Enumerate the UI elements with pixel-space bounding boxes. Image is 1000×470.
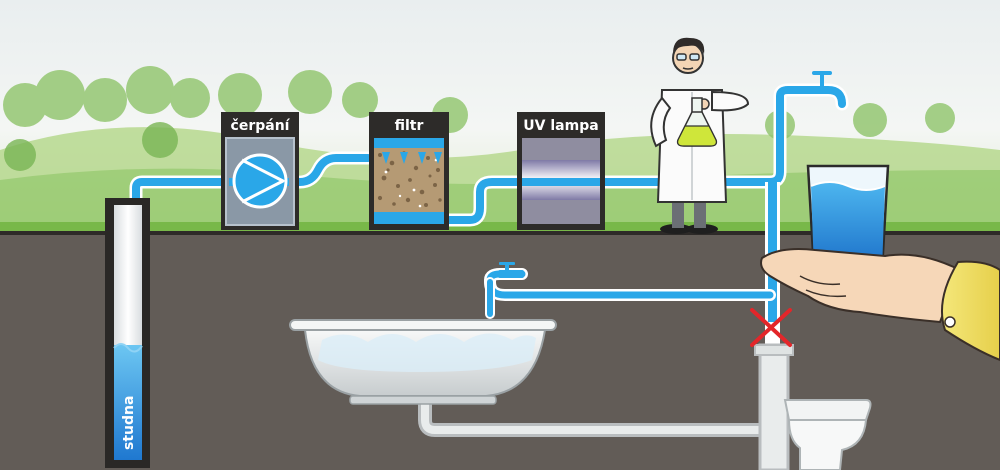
uv-lamp-unit (517, 112, 605, 230)
water-pipe-blue (132, 86, 846, 224)
background-trees (3, 66, 955, 171)
blocked-cross-icon (750, 308, 792, 347)
sewer-pipe (758, 343, 790, 470)
sewer-pipe-collar (754, 344, 794, 356)
bath-faucet-icon (498, 262, 524, 278)
bath-supply-pipe (484, 268, 776, 319)
uv-lamp-label: UV lampa (523, 118, 598, 134)
shirt-sleeve (941, 260, 1000, 362)
filter-label: filtr (395, 118, 424, 134)
drain-pipe (418, 391, 777, 437)
well-label: studna (121, 396, 137, 450)
water-glass (806, 164, 890, 272)
toilet (783, 399, 872, 470)
well (105, 198, 150, 468)
ground-line (0, 231, 1000, 235)
pump-icon (232, 153, 288, 209)
filter-unit (369, 112, 449, 230)
flask-icon (676, 97, 718, 147)
hand (760, 248, 962, 324)
pump-label: čerpání (231, 118, 291, 134)
faucet-icon (812, 71, 846, 107)
bathtub (289, 319, 557, 405)
